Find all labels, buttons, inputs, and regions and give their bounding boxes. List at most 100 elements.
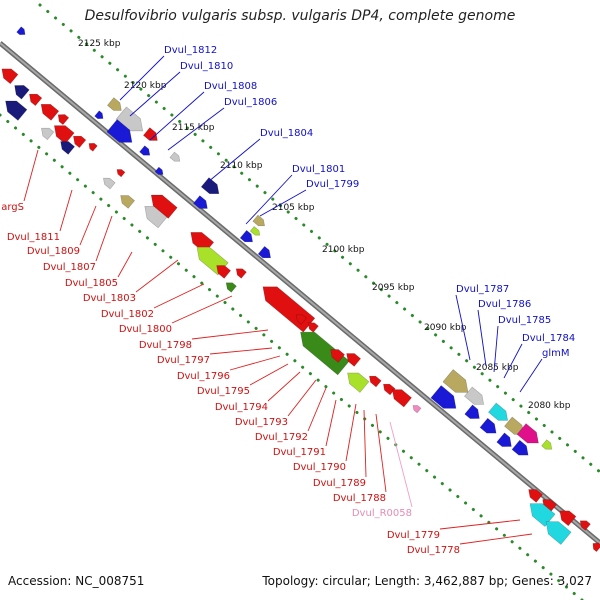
label-leader-line [135, 259, 179, 293]
label-leader-line [389, 421, 413, 508]
label-leader-line [363, 409, 367, 478]
scale-tick-label: 2080 kbp [528, 401, 571, 411]
gene-arrow-41 [347, 372, 370, 393]
scale-tick-label: 2095 kbp [372, 283, 415, 293]
gene-arrow-52 [479, 417, 497, 434]
label-leader-line [209, 347, 273, 355]
scale-tick-label: 2085 kbp [476, 363, 519, 373]
gene-arrow-49 [464, 386, 485, 405]
gene-arrow-42 [330, 349, 346, 363]
gene-arrow-57 [516, 423, 539, 444]
label-leader-line [375, 413, 387, 493]
gene-label: Dvul_1809 [27, 246, 80, 257]
label-leader-line [23, 149, 39, 202]
gene-arrow-29 [249, 226, 261, 236]
gene-arrow-36 [225, 282, 237, 293]
gene-label: Dvul_1808 [204, 81, 257, 92]
gene-arrow-65 [592, 542, 600, 553]
gene-label: Dvul_1805 [65, 278, 118, 289]
gene-arrow-19 [169, 151, 181, 162]
gene-label: Dvul_1796 [177, 371, 230, 382]
gene-arrow-34 [216, 265, 232, 279]
label-leader-line [477, 309, 487, 367]
gene-label: Dvul_1778 [407, 545, 460, 556]
gene-arrow-4 [29, 93, 43, 107]
gene-arrow-14 [115, 106, 144, 132]
gene-arrow-64 [579, 520, 591, 531]
gene-label: Dvul_1786 [478, 299, 531, 310]
gene-label: glmM [542, 348, 570, 359]
gene-arrow-20 [154, 166, 164, 175]
gene-label: Dvul_1801 [292, 164, 345, 175]
gene-label: argS [1, 202, 24, 213]
label-leader-line [287, 379, 317, 417]
gene-arrow-27 [192, 195, 208, 209]
gene-arrow-31 [257, 245, 271, 259]
scale-tick-label: 2120 kbp [124, 81, 167, 91]
gene-label: Dvul_1792 [255, 432, 308, 443]
label-leader-line [267, 371, 301, 402]
gene-arrow-16 [94, 110, 104, 119]
gene-arrow-58 [541, 439, 553, 450]
gene-arrow-5 [40, 103, 60, 121]
scale-tick-label: 2105 kbp [272, 203, 315, 213]
scale-tick-label: 2115 kbp [172, 123, 215, 133]
gene-arrow-63 [545, 521, 572, 545]
gene-arrow-23 [120, 195, 136, 209]
gene-arrow-47 [412, 405, 422, 414]
scale-tick-label: 2125 kbp [78, 39, 121, 49]
gene-label: Dvul_1798 [139, 340, 192, 351]
gene-arrow-35 [235, 268, 247, 279]
gene-label: Dvul_1797 [157, 355, 210, 366]
label-leader-line [249, 363, 289, 386]
gene-label: Dvul_1804 [260, 128, 313, 139]
gene-arrow-40 [300, 331, 350, 376]
label-leader-line [79, 205, 97, 246]
gene-label: Dvul_1790 [293, 462, 346, 473]
scale-tick-label: 2090 kbp [424, 323, 467, 333]
gene-arrow-45 [383, 383, 396, 396]
gene-label: Dvul_1793 [235, 417, 288, 428]
gene-label: Dvul_1802 [101, 309, 154, 320]
gene-arrow-12 [88, 143, 98, 152]
gene-arrow-59 [528, 489, 544, 503]
gene-label: Dvul_1803 [83, 293, 136, 304]
gene-arrow-25 [150, 194, 178, 219]
gene-features [1, 26, 600, 553]
gene-arrow-44 [369, 375, 382, 388]
label-leader-line [503, 343, 523, 379]
gene-arrow-3 [14, 85, 30, 100]
label-leader-line [95, 215, 113, 262]
label-leader-line [455, 294, 471, 361]
gene-label: Dvul_1789 [313, 478, 366, 489]
label-leader-line [207, 138, 261, 183]
topology-text: Topology: circular; Length: 3,462,887 bp… [262, 574, 592, 588]
gene-label: Dvul_1811 [7, 232, 60, 243]
label-leader-line [439, 519, 521, 530]
genome-backbone [0, 41, 600, 545]
gene-label: Dvul_1787 [456, 284, 509, 295]
gene-arrow-2 [1, 68, 19, 85]
gene-arrow-55 [488, 402, 509, 421]
gene-arrow-61 [559, 510, 577, 527]
gene-arrow-10 [60, 141, 76, 155]
gene-arrow-50 [430, 385, 457, 409]
gene-labels: Dvul_1812Dvul_1810Dvul_1808Dvul_1806Dvul… [1, 45, 575, 556]
label-leader-line [459, 533, 533, 545]
gene-label: Dvul_1810 [180, 61, 233, 72]
dotted-tracks [0, 3, 600, 600]
label-leader-line [119, 55, 165, 101]
gene-label: Dvul_1807 [43, 262, 96, 273]
gene-arrow-53 [496, 432, 512, 447]
gene-label: Dvul_1812 [164, 45, 217, 56]
gene-arrow-43 [346, 353, 362, 367]
gene-label: Dvul_1799 [306, 179, 359, 190]
label-leader-line [149, 91, 205, 141]
gene-arrow-37 [262, 286, 316, 333]
gene-arrow-46 [391, 389, 412, 408]
gene-arrow-28 [252, 214, 265, 227]
label-leader-line [129, 71, 181, 117]
label-leader-line [259, 189, 307, 217]
gene-label: Dvul_1795 [197, 386, 250, 397]
